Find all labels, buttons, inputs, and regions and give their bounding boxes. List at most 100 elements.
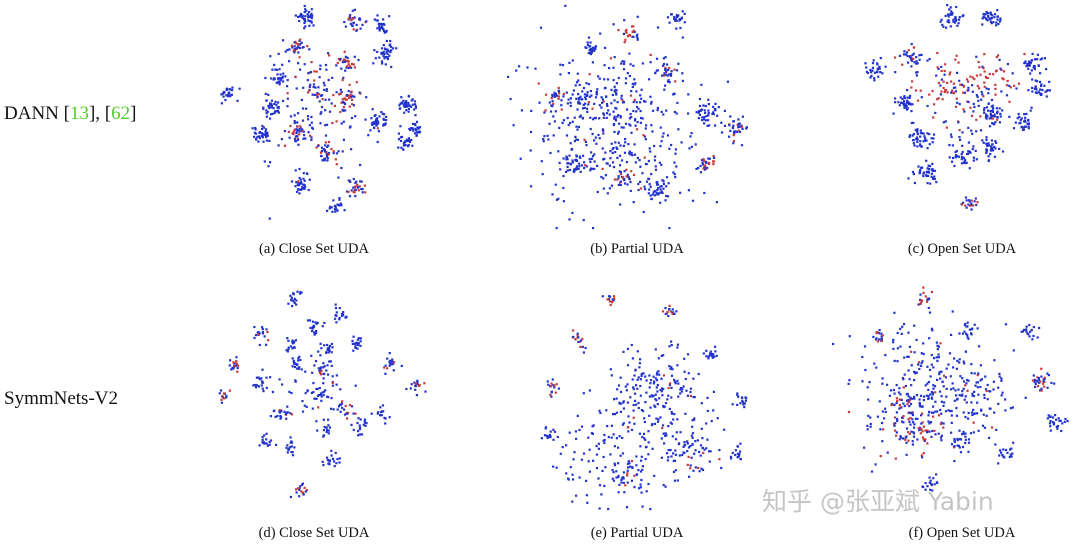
scatter-point	[361, 191, 364, 194]
scatter-point	[327, 396, 330, 399]
scatter-point	[579, 170, 582, 173]
scatter-point	[352, 17, 355, 20]
scatter-point	[926, 382, 929, 385]
scatter-point	[1028, 64, 1032, 67]
scatter-point	[310, 14, 313, 17]
scatter-point	[548, 433, 551, 437]
scatter-point	[312, 85, 315, 89]
scatter-point	[324, 63, 328, 67]
scatter-point	[299, 125, 302, 128]
scatter-point	[1000, 90, 1003, 93]
scatter-point	[226, 87, 229, 90]
scatter-point	[712, 390, 715, 393]
scatter-point	[737, 118, 740, 121]
scatter-point	[616, 115, 619, 118]
scatter-point	[690, 434, 693, 437]
scatter-point	[1052, 423, 1055, 426]
scatter-point	[373, 18, 376, 21]
scatter-point	[628, 74, 631, 78]
scatter-point	[915, 137, 918, 141]
scatter-point	[618, 435, 621, 438]
scatter-point	[1020, 126, 1023, 129]
scatter-point	[898, 54, 901, 57]
scatter-point	[872, 335, 875, 338]
scatter-point	[317, 393, 320, 397]
scatter-point	[559, 168, 562, 171]
citation-link-62[interactable]: 62	[111, 103, 131, 124]
citation-link-13[interactable]: 13	[69, 103, 89, 124]
scatter-point	[341, 400, 344, 403]
scatter-point	[277, 77, 280, 80]
scatter-point	[689, 387, 692, 390]
scatter-point	[667, 449, 670, 452]
scatter-point	[357, 337, 360, 340]
scatter-point	[929, 182, 932, 185]
scatter-point	[1023, 53, 1026, 56]
scatter-point	[897, 101, 900, 104]
scatter-point	[301, 119, 305, 122]
scatter-point	[218, 392, 221, 395]
scatter-point	[1040, 93, 1043, 96]
scatter-point	[574, 430, 577, 433]
scatter-point	[270, 106, 273, 109]
scatter-point	[538, 101, 541, 104]
scatter-point	[1031, 78, 1034, 81]
scatter-point	[629, 181, 632, 184]
scatter-point	[975, 74, 978, 77]
scatter-point	[741, 396, 744, 400]
scatter-point	[989, 114, 993, 117]
scatter-point	[924, 295, 927, 298]
scatter-point	[655, 386, 658, 389]
scatter-point	[627, 176, 630, 179]
scatter-point	[546, 134, 549, 137]
scatter-point	[265, 131, 268, 135]
scatter-point	[581, 90, 584, 93]
scatter-point	[317, 350, 320, 353]
scatter-point	[576, 138, 579, 141]
scatter-point	[660, 437, 663, 440]
scatter-point	[736, 130, 739, 134]
scatter-point	[690, 456, 693, 459]
scatter-point	[300, 41, 303, 44]
scatter-point	[936, 344, 939, 347]
scatter-point	[564, 170, 568, 173]
scatter-point	[225, 394, 228, 398]
scatter-point	[300, 98, 303, 101]
scatter-point	[714, 345, 717, 348]
scatter-point	[388, 416, 391, 419]
scatter-point	[974, 384, 977, 387]
scatter-point	[610, 184, 613, 187]
scatter-point	[701, 161, 704, 164]
scatter-point	[881, 72, 884, 75]
scatter-point	[650, 197, 653, 201]
scatter-point	[981, 23, 984, 26]
scatter-point	[964, 158, 967, 162]
scatter-point	[298, 182, 301, 185]
scatter-point	[966, 334, 969, 337]
scatter-point	[980, 378, 983, 381]
scatter-point	[976, 84, 979, 88]
scatter-point	[970, 199, 973, 202]
scatter-point	[1005, 84, 1008, 87]
scatter-point	[557, 86, 560, 89]
scatter-point	[1037, 64, 1040, 67]
scatter-point	[922, 132, 925, 135]
scatter-point	[383, 23, 386, 26]
scatter-point	[981, 139, 984, 142]
scatter-point	[950, 414, 953, 417]
scatter-point	[388, 15, 391, 18]
scatter-point	[626, 469, 629, 472]
scatter-point	[665, 194, 668, 198]
scatter-point	[566, 169, 569, 172]
scatter-point	[847, 410, 851, 414]
scatter-point	[975, 94, 978, 97]
scatter-point	[926, 299, 929, 302]
scatter-point	[736, 403, 739, 406]
scatter-point	[337, 176, 340, 179]
scatter-point	[1027, 333, 1030, 336]
scatter-point	[936, 66, 939, 69]
scatter-point	[580, 425, 584, 428]
scatter-point	[612, 79, 615, 82]
scatter-point	[956, 71, 959, 74]
scatter-point	[921, 456, 924, 459]
